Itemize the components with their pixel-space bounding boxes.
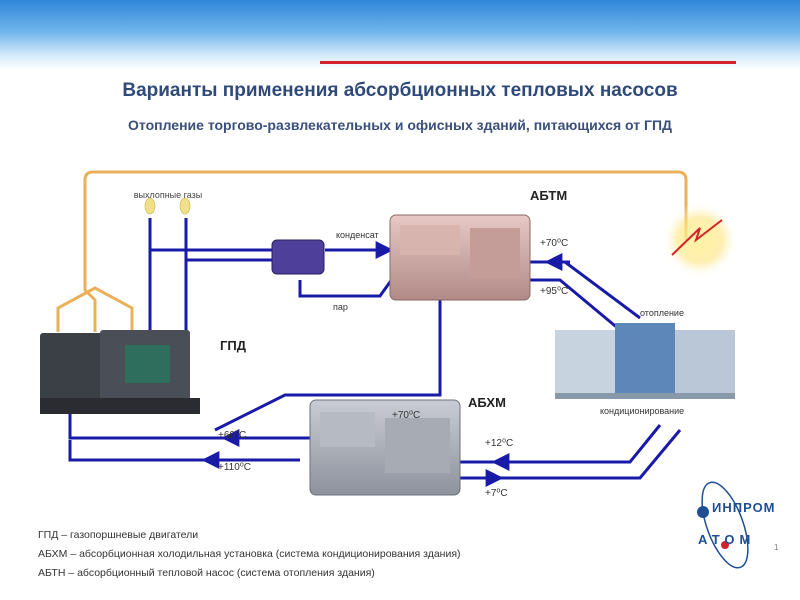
label-conditioning: кондиционирование <box>600 406 684 416</box>
label-abtm: АБТМ <box>530 188 567 203</box>
label-t70-top: +70⁰С <box>540 238 568 249</box>
label-t70-mid: +70⁰С <box>392 410 420 421</box>
company-logo: ИНПРОМ АТОМ <box>680 470 780 580</box>
logo-text-bottom: АТОМ <box>698 532 756 547</box>
label-t7: +7⁰С <box>485 488 508 499</box>
label-steam: пар <box>333 302 348 312</box>
legend-item: ГПД – газопоршневые двигатели <box>38 529 199 541</box>
legend-item: АБХМ – абсорбционная холодильная установ… <box>38 548 461 560</box>
exhaust-fork <box>56 286 134 332</box>
label-gpd: ГПД <box>220 338 247 353</box>
label-t12: +12⁰С <box>485 438 513 449</box>
lightning-icon <box>671 219 723 256</box>
legend-item: АБТН – абсорбционный тепловой насос (сис… <box>38 567 375 579</box>
heat-glow <box>662 202 738 278</box>
label-t95: +95⁰С <box>540 286 568 297</box>
label-condensate: конденсат <box>336 230 379 240</box>
office-building <box>555 323 735 399</box>
label-heating: отопление <box>640 308 684 318</box>
slide-subtitle: Отопление торгово-развлекательных и офис… <box>128 117 672 133</box>
label-t110: +110⁰С <box>218 462 251 473</box>
page-number: 1 <box>774 543 779 552</box>
exhaust-vent-icon <box>144 197 191 215</box>
header-background <box>0 0 800 70</box>
abhm-machine <box>309 399 461 496</box>
pipe-loop-110 <box>68 440 300 462</box>
exhaust-gas-line <box>83 170 688 332</box>
heat-exchanger <box>271 239 325 275</box>
pipe-steam <box>214 300 442 432</box>
label-abhm: АБХМ <box>468 395 506 410</box>
logo-text-top: ИНПРОМ <box>712 500 776 515</box>
label-exhaust: выхлопные газы <box>134 190 203 200</box>
abtm-machine <box>389 214 531 301</box>
slide-title: Варианты применения абсорбционных теплов… <box>122 80 678 101</box>
abbreviation-legend: ГПД – газопоршневые двигатели АБХМ – абс… <box>38 526 461 583</box>
label-t60: +60⁰С <box>218 430 246 441</box>
pipe-cond-1 <box>400 424 662 464</box>
header-rule <box>320 61 736 64</box>
generator-set <box>40 330 200 414</box>
